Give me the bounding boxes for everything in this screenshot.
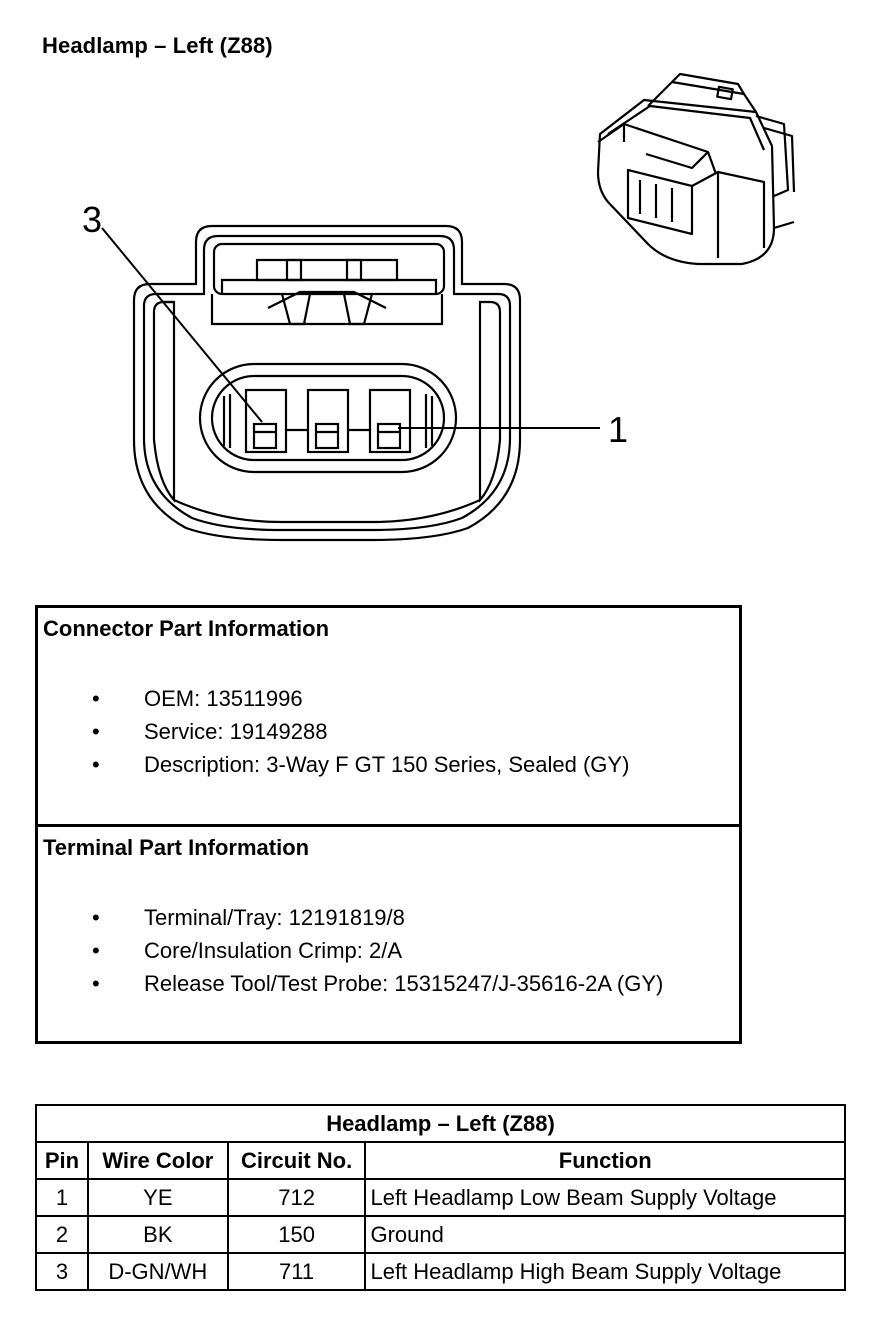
cell-pin: 1 xyxy=(35,1178,89,1217)
table-row: 3 D-GN/WH 711 Left Headlamp High Beam Su… xyxy=(35,1252,846,1291)
cell-pin: 3 xyxy=(35,1252,89,1291)
terminal-slots xyxy=(222,388,434,454)
connector-outer-shell xyxy=(132,224,522,542)
connector-isometric-diagram xyxy=(596,72,796,266)
page-title: Headlamp – Left (Z88) xyxy=(42,33,273,58)
cell-wire-color: YE xyxy=(86,1178,229,1217)
latch-housing xyxy=(212,242,446,296)
pin-table: Headlamp – Left (Z88) Pin Wire Color Cir… xyxy=(35,1104,846,1291)
cell-circuit-no: 712 xyxy=(226,1178,367,1217)
cell-pin: 2 xyxy=(35,1215,89,1254)
part-information-box: Connector Part Information • OEM: 135119… xyxy=(35,605,742,1044)
cell-circuit-no: 711 xyxy=(226,1252,367,1291)
seal-groove xyxy=(152,300,176,503)
callout-leader-3 xyxy=(101,227,263,423)
terminal-cavity-outer xyxy=(198,362,458,474)
bullet-icon: • xyxy=(92,752,100,777)
cell-wire-color: BK xyxy=(86,1215,229,1254)
bullet-icon: • xyxy=(92,686,100,711)
connector-part-information: Connector Part Information • OEM: 135119… xyxy=(38,608,739,827)
cell-function: Left Headlamp High Beam Supply Voltage xyxy=(364,1252,846,1291)
cell-wire-color: D-GN/WH xyxy=(86,1252,229,1291)
callout-label-1: 1 xyxy=(608,409,628,450)
column-header-wire-color: Wire Color xyxy=(86,1141,229,1180)
terminal-info-heading: Terminal Part Information xyxy=(43,835,310,860)
table-caption-row: Headlamp – Left (Z88) xyxy=(35,1104,846,1143)
cell-function: Left Headlamp Low Beam Supply Voltage xyxy=(364,1178,846,1217)
table-row: 1 YE 712 Left Headlamp Low Beam Supply V… xyxy=(35,1178,846,1217)
terminal-part-information: Terminal Part Information • Terminal/Tra… xyxy=(43,835,664,996)
column-header-function: Function xyxy=(364,1141,846,1180)
table-caption: Headlamp – Left (Z88) xyxy=(35,1104,846,1143)
column-header-circuit-no: Circuit No. xyxy=(226,1141,367,1180)
terminal-cavity-inner xyxy=(210,374,446,462)
bullet-icon: • xyxy=(92,905,100,930)
bullet-icon: • xyxy=(92,719,100,744)
cell-circuit-no: 150 xyxy=(226,1215,367,1254)
callout-label-3: 3 xyxy=(82,200,102,240)
table-row: 2 BK 150 Ground xyxy=(35,1215,846,1254)
connector-inner-shell xyxy=(142,234,512,532)
connector-face-diagram: 3 1 xyxy=(82,200,628,542)
bullet-icon: • xyxy=(92,971,100,996)
connector-info-heading: Connector Part Information xyxy=(43,616,330,641)
cell-function: Ground xyxy=(364,1215,846,1254)
bullet-icon: • xyxy=(92,938,100,963)
table-header-row: Pin Wire Color Circuit No. Function xyxy=(35,1141,846,1180)
column-header-pin: Pin xyxy=(35,1141,89,1180)
